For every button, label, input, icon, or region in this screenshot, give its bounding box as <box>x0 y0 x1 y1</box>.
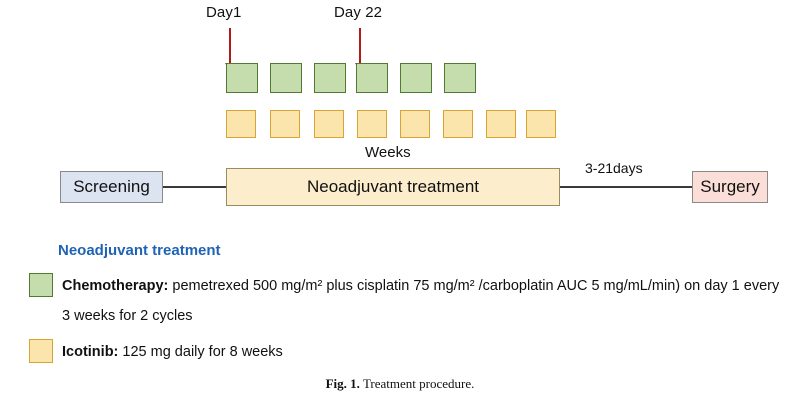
connector-treatment-to-surgery <box>560 186 692 188</box>
chemo-cycle-box <box>400 63 432 93</box>
gap-duration-label: 3-21days <box>585 160 643 176</box>
timeline-stage-surgery: Surgery <box>692 171 768 203</box>
screening-label: Screening <box>73 177 150 196</box>
chemo-cycle-box <box>314 63 346 93</box>
chemo-cycle-box <box>356 63 388 93</box>
timeline-stage-screening: Screening <box>60 171 163 203</box>
chemo-cycle-box <box>270 63 302 93</box>
chemo-cycle-box <box>444 63 476 93</box>
legend-item-icotinib: Icotinib: 125 mg daily for 8 weeks <box>62 337 782 367</box>
figure-caption-text: Treatment procedure. <box>362 376 475 391</box>
legend-chemotherapy-detail: pemetrexed 500 mg/m² plus cisplatin 75 m… <box>62 278 780 324</box>
legend-heading: Neoadjuvant treatment <box>58 242 221 259</box>
icotinib-week-box <box>526 110 556 138</box>
chemo-cycle-box <box>226 63 258 93</box>
treatment-label: Neoadjuvant treatment <box>307 177 479 196</box>
legend-icotinib-title: Icotinib: <box>62 344 119 360</box>
figure-caption: Fig. 1. Treatment procedure. <box>0 376 800 392</box>
day1-label: Day1 <box>206 4 242 21</box>
day22-arrow-icon <box>359 28 361 64</box>
icotinib-week-box <box>400 110 430 138</box>
day22-label: Day 22 <box>334 4 383 21</box>
surgery-label: Surgery <box>700 177 760 196</box>
figure-caption-number: Fig. 1. <box>325 376 360 391</box>
day1-arrow-icon <box>229 28 231 64</box>
legend-item-chemotherapy: Chemotherapy: pemetrexed 500 mg/m² plus … <box>62 271 782 331</box>
legend-chemotherapy-title: Chemotherapy: <box>62 278 169 294</box>
icotinib-week-box <box>226 110 256 138</box>
icotinib-week-box <box>357 110 387 138</box>
legend-swatch-icotinib <box>29 339 53 363</box>
connector-screening-to-treatment <box>163 186 226 188</box>
legend-icotinib-detail: 125 mg daily for 8 weeks <box>118 344 283 360</box>
icotinib-week-box <box>486 110 516 138</box>
icotinib-week-box <box>314 110 344 138</box>
timeline-stage-neoadjuvant-treatment: Neoadjuvant treatment <box>226 168 560 206</box>
icotinib-week-box <box>270 110 300 138</box>
legend-swatch-chemotherapy <box>29 273 53 297</box>
icotinib-week-box <box>443 110 473 138</box>
weeks-axis-label: Weeks <box>365 144 411 161</box>
